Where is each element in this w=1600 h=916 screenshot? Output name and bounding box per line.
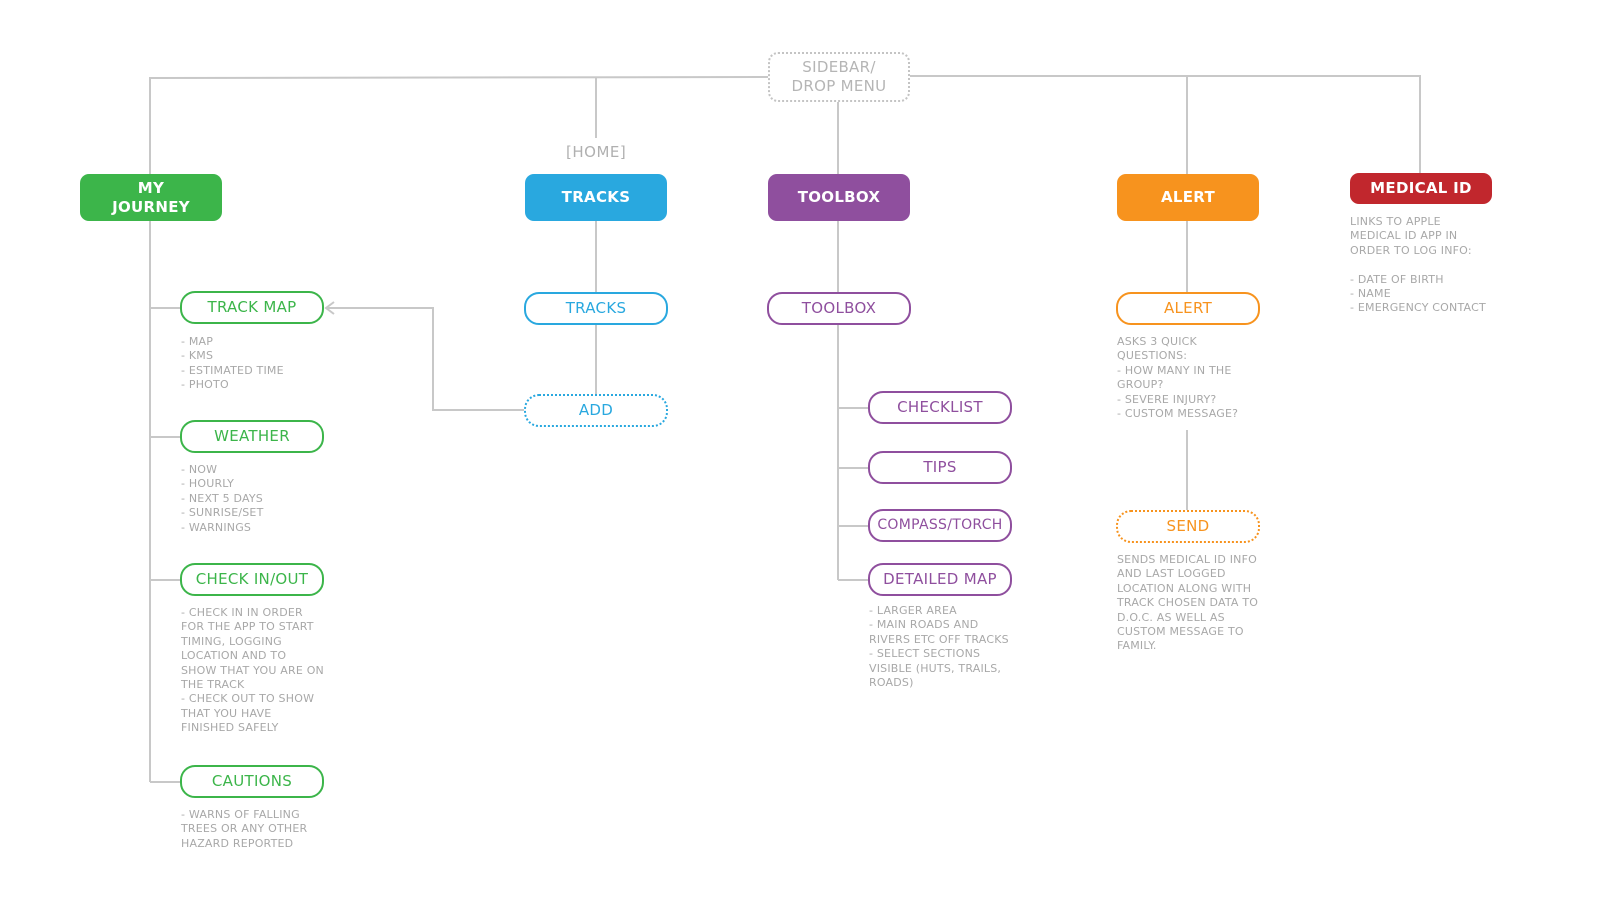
check-in-out-node[interactable]: CHECK IN/OUT: [180, 563, 324, 596]
cautions-note: - WARNS OF FALLING TREES OR ANY OTHER HA…: [181, 808, 308, 850]
track-map-note: - MAP - KMS - ESTIMATED TIME - PHOTO: [181, 335, 284, 392]
menu-label-line1: SIDEBAR/: [802, 58, 876, 76]
toolbox-sub-node[interactable]: TOOLBOX: [767, 292, 911, 325]
sidebar-drop-menu-node[interactable]: SIDEBAR/ DROP MENU: [768, 52, 910, 102]
tracks-sub-node[interactable]: TRACKS: [524, 292, 668, 325]
connector-add-to-trackmap: [326, 307, 524, 411]
my-journey-line1: MY: [137, 178, 165, 197]
send-note: SENDS MEDICAL ID INFO AND LAST LOGGED LO…: [1117, 553, 1259, 653]
medical-id-header-node[interactable]: MEDICAL ID: [1350, 173, 1492, 204]
detailed-map-node[interactable]: DETAILED MAP: [868, 563, 1012, 596]
alert-sub-note: ASKS 3 QUICK QUESTIONS: - HOW MANY IN TH…: [1117, 335, 1239, 421]
menu-label-line2: DROP MENU: [791, 77, 887, 95]
weather-note: - NOW - HOURLY - NEXT 5 DAYS - SUNRISE/S…: [181, 463, 264, 534]
connector-root-left: [149, 76, 769, 175]
compass-torch-node[interactable]: COMPASS/TORCH: [868, 509, 1012, 542]
medical-id-note: LINKS TO APPLE MEDICAL ID APP IN ORDER T…: [1350, 215, 1486, 315]
check-in-out-note: - CHECK IN IN ORDER FOR THE APP TO START…: [181, 606, 324, 735]
my-journey-node[interactable]: MY JOURNEY: [80, 174, 222, 221]
send-node[interactable]: SEND: [1116, 510, 1260, 543]
alert-header-node[interactable]: ALERT: [1117, 174, 1259, 221]
toolbox-header-node[interactable]: TOOLBOX: [768, 174, 910, 221]
track-map-node[interactable]: TRACK MAP: [180, 291, 324, 324]
home-tag: [HOME]: [566, 143, 627, 161]
cautions-node[interactable]: CAUTIONS: [180, 765, 324, 798]
arrow-head: [324, 301, 335, 315]
weather-node[interactable]: WEATHER: [180, 420, 324, 453]
connector-root-right: [908, 75, 1421, 173]
add-node[interactable]: ADD: [524, 394, 668, 427]
my-journey-line2: JOURNEY: [112, 197, 190, 216]
checklist-node[interactable]: CHECKLIST: [868, 391, 1012, 424]
tracks-header-node[interactable]: TRACKS: [525, 174, 667, 221]
alert-sub-node[interactable]: ALERT: [1116, 292, 1260, 325]
detailed-map-note: - LARGER AREA - MAIN ROADS AND RIVERS ET…: [869, 604, 1009, 690]
tips-node[interactable]: TIPS: [868, 451, 1012, 484]
